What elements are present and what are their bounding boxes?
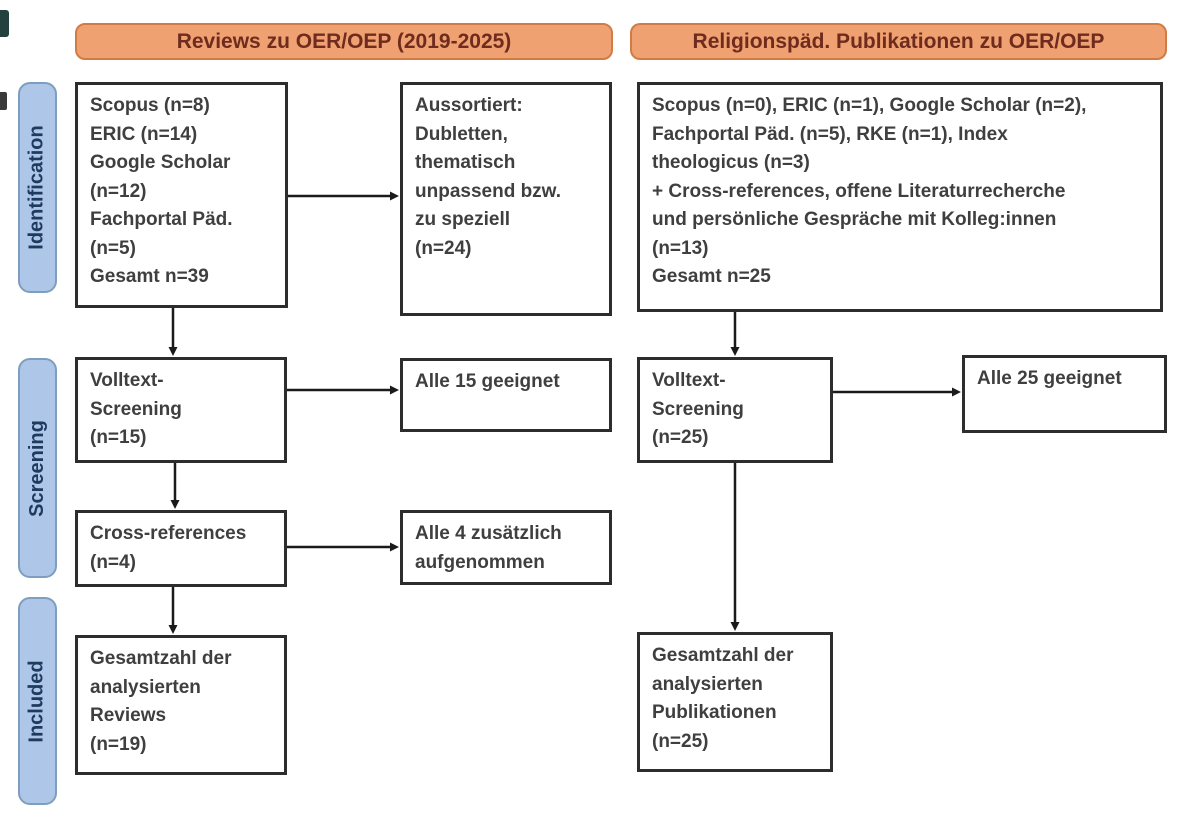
stage-label-screening-text: Screening — [26, 419, 49, 517]
stage-label-included: Included — [18, 597, 57, 805]
column-header-reviews: Reviews zu OER/OEP (2019-2025) — [75, 23, 613, 60]
column-header-religionspaed: Religionspäd. Publikationen zu OER/OEP — [630, 23, 1167, 60]
page-edge-artifact — [0, 10, 9, 37]
box-left-cross-references-result: Alle 4 zusätzlich aufgenommen — [400, 510, 612, 585]
box-right-fulltext-result: Alle 25 geeignet — [962, 355, 1167, 433]
box-left-included-total: Gesamtzahl der analysierten Reviews (n=1… — [75, 635, 287, 775]
box-right-fulltext-screening: Volltext- Screening (n=25) — [637, 357, 833, 463]
box-right-sources: Scopus (n=0), ERIC (n=1), Google Scholar… — [637, 82, 1163, 312]
box-right-included-total: Gesamtzahl der analysierten Publikatione… — [637, 632, 833, 772]
stage-label-screening: Screening — [18, 358, 57, 578]
box-left-excluded: Aussortiert: Dubletten, thematisch unpas… — [400, 82, 612, 316]
stage-label-included-text: Included — [26, 659, 49, 743]
box-left-fulltext-result: Alle 15 geeignet — [400, 358, 612, 432]
page-edge-artifact — [0, 92, 7, 110]
stage-label-identification-text: Identification — [26, 125, 49, 250]
box-left-sources: Scopus (n=8) ERIC (n=14) Google Scholar … — [75, 82, 288, 308]
stage-label-identification: Identification — [18, 82, 57, 293]
box-left-fulltext-screening: Volltext- Screening (n=15) — [75, 357, 287, 463]
box-left-cross-references: Cross-references (n=4) — [75, 510, 287, 587]
